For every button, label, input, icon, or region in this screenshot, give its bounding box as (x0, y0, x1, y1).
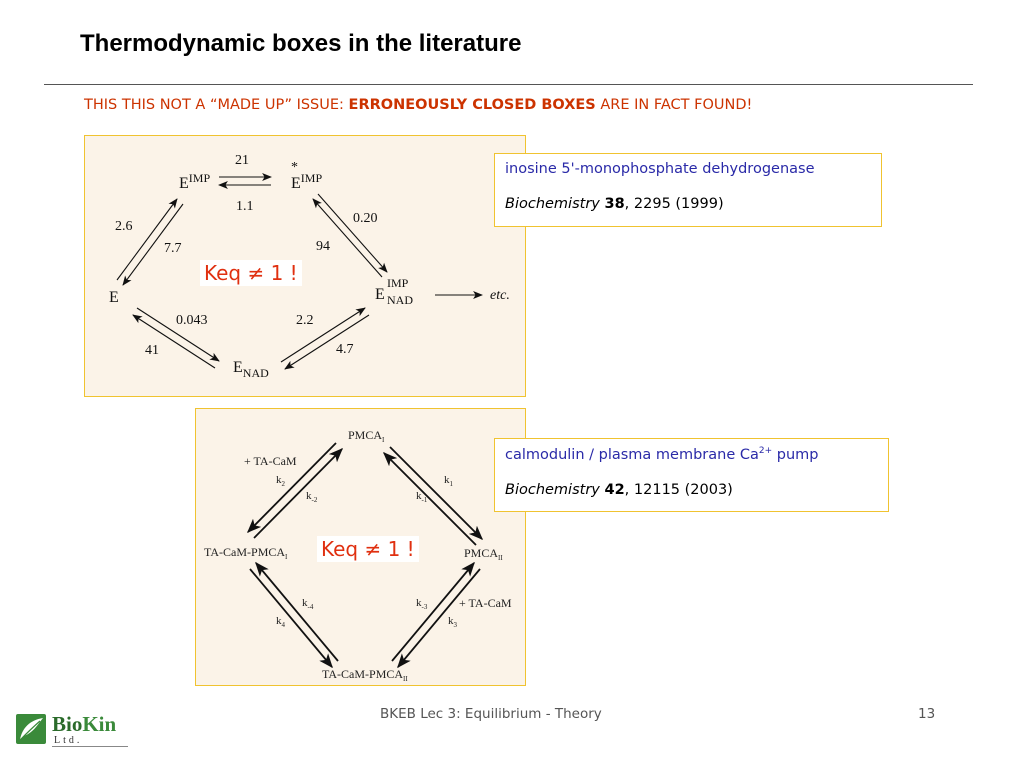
reference-volume-impdh: 38 (604, 196, 625, 212)
arrow-bottom-right-down (284, 314, 370, 370)
reference-citation-pmca: Biochemistry 42, 12115 (2003) (505, 482, 878, 498)
title-divider (44, 84, 973, 85)
arrow-upper-right-reverse (382, 451, 477, 546)
arrow-upper-left-forward (246, 442, 337, 534)
arrow-lower-left-reverse (255, 561, 339, 662)
species-e-imp: EIMP (179, 171, 210, 192)
species-e-imp-nad-sub: NAD (387, 293, 413, 307)
subtitle-emphasis: ERRONEOUSLY CLOSED BOXES (348, 97, 596, 113)
rate-right-down: 0.20 (353, 211, 378, 226)
arrow-bottom-left-down (136, 307, 220, 362)
subtitle-tail: ARE IN FACT FOUND! (595, 97, 753, 113)
rate-lower-left-forward: k4 (276, 615, 286, 629)
label-etc: etc. (490, 288, 510, 303)
rate-left-down: 7.7 (164, 241, 182, 256)
species-pmca-ii: PMCAII (464, 546, 503, 562)
species-pmca-i: PMCAI (348, 428, 385, 444)
footer-course: BKEB Lec 3: Equilibrium - Theory (380, 706, 602, 722)
species-e-imp-star: EIMP (291, 171, 322, 192)
reference-journal-pmca: Biochemistry (505, 481, 600, 498)
arrow-upper-right-forward (389, 446, 484, 541)
reference-volume-pmca: 42 (604, 481, 625, 498)
arrow-right-down (317, 193, 388, 273)
rate-right-up: 94 (316, 239, 330, 254)
leaf-icon (16, 714, 46, 744)
arrow-upper-left-reverse (253, 447, 344, 539)
arrow-lower-right-forward (397, 568, 481, 669)
rate-upper-right-forward: k1 (444, 474, 454, 488)
species-ta-cam-pmca-i: TA-CaM-PMCAI (204, 545, 288, 561)
rate-top-forward: 21 (235, 153, 249, 168)
arrow-bottom-left-up (132, 314, 216, 369)
ligand-upper-left: + TA-CaM (244, 454, 297, 468)
logo-underline (52, 746, 128, 747)
reference-enzyme-pmca: calmodulin / plasma membrane Ca2+ pump (505, 446, 819, 463)
rate-lower-left-reverse: k-4 (302, 597, 314, 611)
slide-subtitle: THIS THIS NOT A “MADE UP” ISSUE: ERRONEO… (84, 97, 752, 113)
rate-upper-left-forward: k2 (276, 474, 286, 488)
rate-top-reverse: 1.1 (236, 199, 254, 214)
keq-label-pmca: Keq ≠ 1 ! (317, 536, 419, 562)
logo-subtitle: Ltd. (54, 735, 83, 746)
species-e-nad: ENAD (233, 359, 269, 380)
species-e-imp-nad: E (375, 286, 385, 303)
ligand-lower-right: + TA-CaM (459, 596, 512, 610)
arrow-bottom-right-up (280, 307, 366, 363)
rate-upper-left-reverse: k-2 (306, 490, 318, 504)
arrow-lower-left-forward (249, 568, 333, 669)
rate-upper-right-reverse: k-1 (416, 490, 428, 504)
arrow-right-up (312, 198, 383, 278)
rate-left-up: 2.6 (115, 219, 133, 234)
subtitle-lead: THIS THIS NOT A “MADE UP” ISSUE: (84, 97, 349, 113)
arrow-lower-right-reverse (391, 561, 475, 662)
reference-pmca: calmodulin / plasma membrane Ca2+ pump B… (494, 438, 889, 512)
species-e-imp-nad-sup: IMP (387, 276, 409, 290)
impdh-box-diagram: E EIMP * EIMP E IMP NAD ENAD etc. 21 1.1… (109, 153, 510, 380)
pmca-box-diagram: PMCAI TA-CaM-PMCAI PMCAII TA-CaM-PMCAII … (204, 428, 512, 683)
slide-title: Thermodynamic boxes in the literature (80, 30, 522, 57)
biokin-logo: BioKin Ltd. (16, 712, 128, 750)
footer-page-number: 13 (918, 706, 936, 722)
impdh-box-panel: E EIMP * EIMP E IMP NAD ENAD etc. 21 1.1… (84, 135, 526, 397)
reference-enzyme-impdh: inosine 5'-monophosphate dehydrogenase (505, 161, 815, 177)
rate-bottom-left-up: 41 (145, 343, 159, 358)
reference-citation-impdh: Biochemistry 38, 2295 (1999) (505, 196, 871, 212)
rate-lower-right-reverse: k-3 (416, 597, 428, 611)
reference-pages-pmca: , 12115 (2003) (624, 481, 733, 498)
rate-lower-right-forward: k3 (448, 615, 458, 629)
logo-wordmark: BioKin (52, 712, 117, 736)
species-e: E (109, 289, 119, 306)
species-ta-cam-pmca-ii: TA-CaM-PMCAII (322, 667, 408, 683)
arrow-left-up (116, 198, 178, 281)
keq-label-impdh: Keq ≠ 1 ! (200, 260, 302, 286)
reference-pages-impdh: , 2295 (1999) (624, 196, 724, 212)
reference-journal-impdh: Biochemistry (505, 196, 600, 212)
rate-bottom-right-down: 4.7 (336, 342, 354, 357)
pmca-box-panel: PMCAI TA-CaM-PMCAI PMCAII TA-CaM-PMCAII … (195, 408, 526, 686)
rate-bottom-right-up: 2.2 (296, 313, 314, 328)
rate-bottom-left-down: 0.043 (176, 313, 208, 328)
species-star-mark: * (291, 160, 298, 175)
arrow-left-down (122, 203, 184, 286)
reference-impdh: inosine 5'-monophosphate dehydrogenase B… (494, 153, 882, 227)
